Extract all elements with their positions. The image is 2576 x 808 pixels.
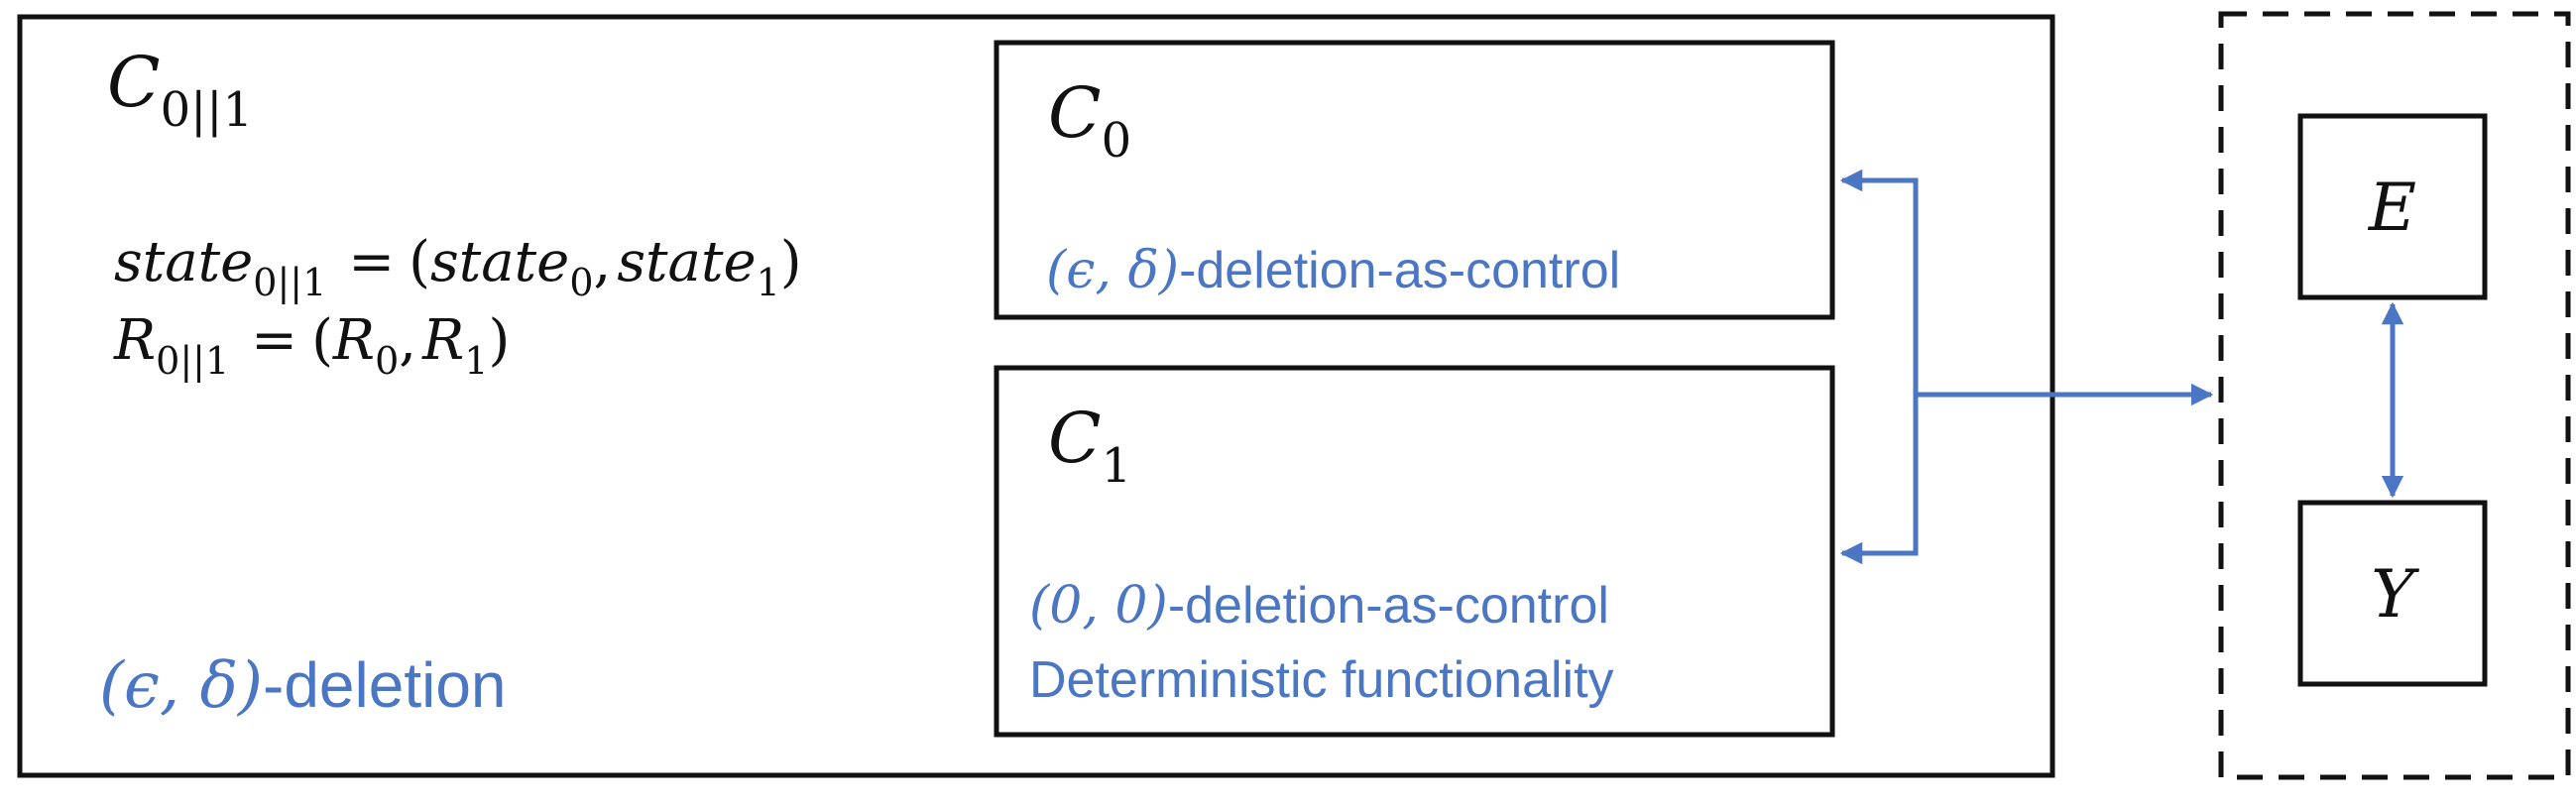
e-label: E	[2368, 170, 2416, 246]
connector-arrows	[1839, 169, 2214, 565]
state-equation: state0||1=(state0,state1)	[114, 230, 802, 304]
outer-box-property: (ϵ, δ)-deletion	[99, 649, 507, 723]
arrow-to-c1	[1839, 395, 1919, 565]
c1-box	[994, 365, 1835, 738]
c1-property-2: Deterministic functionality	[1029, 651, 1614, 709]
environment-box	[2218, 11, 2571, 780]
y-box	[2297, 500, 2488, 687]
c1-property-1: (0, 0)-deletion-as-control	[1029, 576, 1609, 635]
arrow-to-c0	[1839, 169, 1919, 395]
c0-title: C0	[1048, 72, 1131, 169]
e-box	[2297, 113, 2488, 300]
c0-property: (ϵ, δ)-deletion-as-control	[1046, 241, 1620, 300]
r-equation: R0||1=(R0,R1)	[113, 308, 510, 383]
outer-box-title: C0||1	[107, 42, 253, 138]
y-label: Y	[2371, 556, 2419, 633]
c0-box	[994, 40, 1835, 320]
c1-title: C1	[1048, 398, 1131, 494]
